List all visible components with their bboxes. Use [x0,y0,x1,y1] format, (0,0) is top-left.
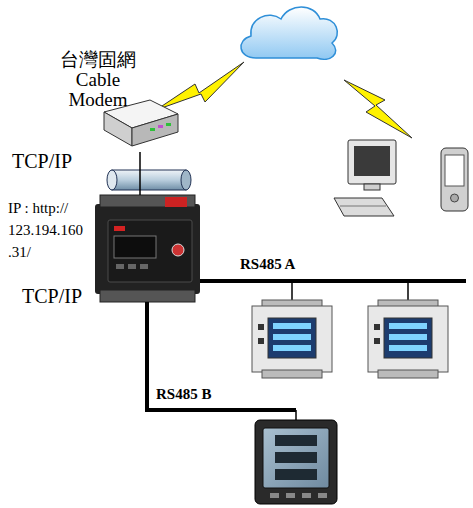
pipe-end [107,170,117,190]
meter-display [384,318,432,358]
din-meter [252,300,332,378]
controller-body [95,204,200,294]
lcd-digits [275,469,317,480]
meter-bezel [255,420,337,504]
meter-readout [273,323,311,329]
meter-readout [389,323,427,329]
controller-box: IP : http:// 123.194.160 .31/ [95,195,200,305]
meter-button [302,493,311,498]
control-knob [172,244,184,256]
rs485-bus [200,279,466,283]
meter-button [374,338,380,344]
panel-button [128,264,136,269]
brand-mark [114,226,125,231]
panel-button [116,264,124,269]
network-cable [139,152,141,195]
meter-button [258,338,264,344]
meter-display [268,318,316,358]
modem-front [132,114,178,146]
display-screen [114,236,156,258]
wireless-bolt [344,80,412,138]
monitor-stand [364,184,380,190]
ip-address: IP : http:// 123.194.160 .31/ [8,197,92,263]
front-panel [108,220,192,282]
lcd-digits [275,435,317,446]
meter-button [286,493,295,498]
monitor-body [348,140,396,184]
network-pipe [107,170,191,190]
meter-terminals [378,370,438,378]
terminal-strip [100,195,195,207]
protocol-label: TCP/IP [12,150,72,173]
meter-body [252,306,332,372]
modem-light [150,128,155,131]
bus-drop [407,281,409,302]
modem-light [166,123,171,126]
controller-icon [95,195,200,302]
meter-button [318,493,327,498]
keyboard [334,198,394,216]
meter-readout [389,345,427,351]
node-heading: 台灣固網 Cable Modem [58,50,138,110]
meter-button [374,324,380,330]
cloud [241,7,337,59]
panel-button [140,264,148,269]
meter-readout [273,345,311,351]
pda-body [441,148,468,211]
cable-modem: 台灣固網 Cable Modem [102,100,178,152]
meter-readout [389,334,427,340]
meter-body [368,306,448,372]
modem-side [104,112,132,146]
computer-icon [334,140,396,216]
pipe-body [112,170,186,190]
keyboard-keys [340,206,386,207]
bus-label: RS485 A [240,256,295,273]
terminal-strip [100,290,195,302]
pipe-end [181,170,191,190]
protocol-label: TCP/IP [22,285,82,308]
panel-meter [255,420,337,504]
meter-lcd [263,428,329,488]
meter-terminals [262,370,322,378]
din-meter [368,300,448,378]
pda-button [451,194,459,202]
lcd-digits [275,452,317,463]
pda-screen [445,155,464,186]
modem-light [158,125,163,128]
meter-readout [273,334,311,340]
wireless-bolt [156,62,244,110]
bus-label: RS485 B [156,386,211,403]
bus-drop [291,281,293,302]
bus-drop [295,410,297,421]
monitor-screen [354,146,390,176]
meter-button [258,324,264,330]
pda-icon [441,148,468,211]
red-connector [165,197,187,207]
meter-button [270,493,279,498]
